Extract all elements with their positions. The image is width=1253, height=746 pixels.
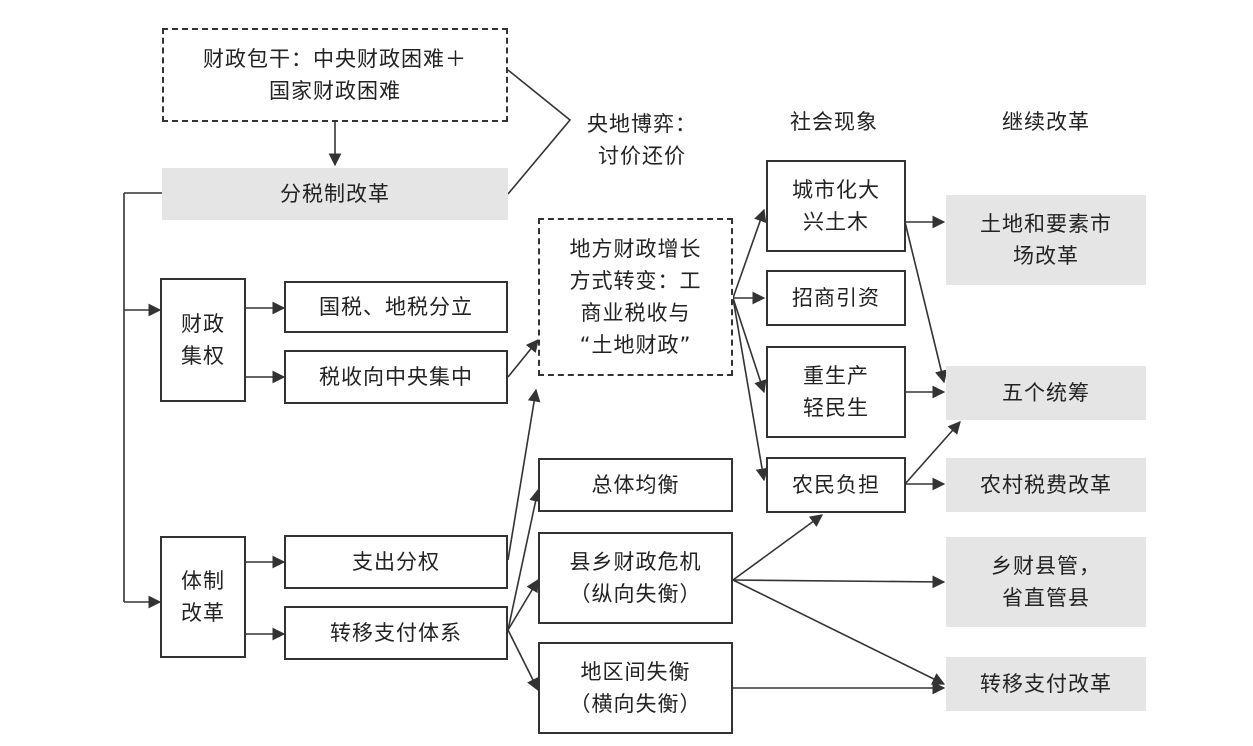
arrow-weiji-to-nongmin	[732, 514, 824, 581]
node-xianxiang-weiji: 县乡财政危机 （纵向失衡）	[538, 532, 733, 624]
node-diqu-shiheng: 地区间失衡 （横向失衡）	[538, 642, 733, 734]
arrow-weiji-to-zhuanyigaige	[732, 579, 946, 685]
arrow-difang-to-chengshi	[732, 208, 767, 299]
node-baogan: 财政包干：中央财政困难＋ 国家财政困难	[162, 28, 508, 122]
node-fenshuizhi: 分税制改革	[162, 168, 508, 220]
header-game: 央地博弈： 讨价还价	[587, 112, 697, 168]
node-zhongshengchan: 重生产 轻民生	[766, 346, 906, 438]
node-zhuanyi-gaige: 转移支付改革	[946, 657, 1146, 711]
arrow-chengshi-to-wuge	[904, 221, 948, 384]
arrow-zhuanyi-to-weiji	[507, 578, 539, 631]
node-zongti-junheng: 总体均衡	[538, 458, 733, 512]
arrow-zhuanyi-to-diqu	[507, 629, 539, 692]
node-zhaoshang: 招商引资	[766, 270, 906, 326]
node-difang-caizheng: 地方财政增长 方式转变：工 商业税收与 “土地财政”	[538, 218, 733, 376]
node-tizhi-gaige: 体制 改革	[160, 536, 246, 658]
node-nongcun-shuifei: 农村税费改革	[946, 458, 1146, 512]
node-tudi-gaige: 土地和要素市 场改革	[946, 195, 1146, 285]
node-chengshihua: 城市化大 兴土木	[766, 160, 906, 252]
node-guoshui-dishui: 国税、地税分立	[284, 281, 508, 333]
node-xiangcai-xianguan: 乡财县管， 省直管县	[946, 537, 1146, 627]
arrow-difang-to-nongmin	[732, 297, 769, 482]
header-social: 社会现象	[790, 110, 878, 134]
node-zhichu-fenquan: 支出分权	[284, 535, 508, 589]
node-caizheng-jiquan: 财政 集权	[160, 278, 246, 402]
node-zhuanyi-zhifu: 转移支付体系	[284, 606, 508, 660]
bracket-game	[507, 69, 572, 195]
arrow-weiji-to-xiangcai	[732, 575, 946, 589]
arrow-difang-to-zhongshengchan	[732, 297, 767, 394]
node-wuge-tongchou: 五个统筹	[946, 366, 1146, 420]
arrow-shuishou-to-difang	[507, 339, 539, 378]
arrow-nongmin-to-wuge	[904, 421, 961, 485]
arrow-zhichu-to-difang	[507, 388, 541, 561]
arrow-zhuanyi-to-zongti	[507, 488, 542, 631]
header-reform: 继续改革	[1002, 110, 1090, 134]
node-nongmin-fudan: 农民负担	[766, 457, 906, 513]
node-shuishou-jizhong: 税收向中央集中	[284, 350, 508, 404]
